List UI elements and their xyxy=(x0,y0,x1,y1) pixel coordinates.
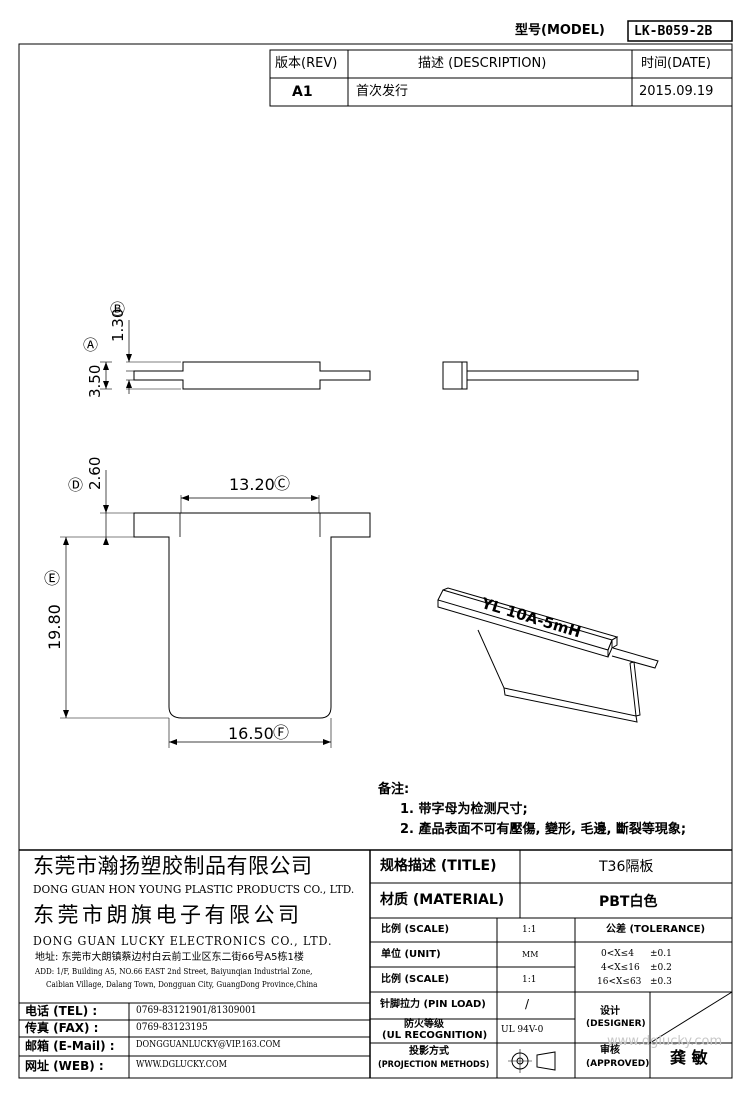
title-value: T36隔板 xyxy=(599,859,654,875)
tolerance-value-3: ±0.3 xyxy=(650,977,672,987)
revision-table-lines xyxy=(269,49,733,107)
date-header: 时间(DATE) xyxy=(641,56,711,71)
approver-signature: 龚 敏 xyxy=(670,1048,708,1067)
company-address-en-1: ADD: 1/F, Building A5, NO.66 EAST 2nd St… xyxy=(35,967,313,976)
callout-d: Ⓓ xyxy=(68,476,84,494)
approved-label-cn: 审核 xyxy=(600,1045,620,1056)
tolerance-title: 公差 (TOLERANCE) xyxy=(606,924,706,935)
sheet-border xyxy=(18,43,733,1079)
model-box xyxy=(627,20,733,42)
dimension-arrows xyxy=(63,354,331,745)
dim-c-value: 13.20 xyxy=(229,475,275,494)
material-value: PBT白色 xyxy=(599,894,658,910)
tolerance-range-3: 16<X≤63 xyxy=(597,977,642,987)
callout-c: Ⓒ xyxy=(274,474,291,493)
web-value: WWW.DGLUCKY.COM xyxy=(136,1060,227,1070)
isometric-view xyxy=(437,587,659,723)
ul-label-cn: 防火等级 xyxy=(404,1019,444,1030)
tolerance-value-1: ±0.1 xyxy=(650,949,672,959)
fax-value: 0769-83123195 xyxy=(136,1022,208,1033)
watermark: www.dglucky.com xyxy=(607,1034,723,1049)
note-2: 2. 產品表面不可有壓傷, 變形, 毛邊, 斷裂等現象; xyxy=(400,822,687,837)
model-value: LK-B059-2B xyxy=(634,24,713,39)
scale-label: 比例 (SCALE) xyxy=(381,924,450,935)
dim-e-value: 19.80 xyxy=(45,604,64,650)
email-value: DONGGUANLUCKY@VIP.163.COM xyxy=(136,1040,281,1050)
note-1: 1. 带字母为检测尺寸; xyxy=(400,802,528,817)
fax-label: 传真 (FAX) : xyxy=(25,1021,99,1035)
web-label: 网址 (WEB) : xyxy=(25,1059,104,1073)
pinload-label: 针脚拉力 (PIN LOAD) xyxy=(380,999,486,1010)
projection-symbol xyxy=(508,1049,556,1073)
title-block-lines xyxy=(19,849,733,1078)
projection-label-en: (PROJECTION METHODS) xyxy=(378,1060,490,1070)
unit-label: 单位 (UNIT) xyxy=(381,949,441,960)
rev-description: 首次发行 xyxy=(356,84,409,99)
company-address-en-2: Caibian Village, Dalang Town, Dongguan C… xyxy=(46,980,318,989)
designer-label-en: (DESIGNER) xyxy=(586,1019,646,1029)
desc-header: 描述 (DESCRIPTION) xyxy=(418,56,547,71)
model-label: 型号(MODEL) xyxy=(515,23,605,38)
approved-label-en: (APPROVED) xyxy=(586,1059,650,1069)
tolerance-range-1: 0<X≤4 xyxy=(601,949,634,959)
callout-e: Ⓔ xyxy=(44,569,61,588)
rev-value: A1 xyxy=(292,84,313,100)
company-name-2: 东莞市朗旗电子有限公司 xyxy=(33,903,303,927)
projection-label-cn: 投影方式 xyxy=(409,1046,449,1057)
tel-label: 电话 (TEL) : xyxy=(25,1004,98,1018)
rev-date: 2015.09.19 xyxy=(639,84,714,99)
tolerance-value-2: ±0.2 xyxy=(650,963,672,973)
scale-value: 1:1 xyxy=(522,925,537,935)
tel-value: 0769-83121901/81309001 xyxy=(136,1005,257,1016)
company-name-1-en: DONG GUAN HON YOUNG PLASTIC PRODUCTS CO.… xyxy=(33,882,355,896)
front-view xyxy=(60,470,371,748)
unit-value: MM xyxy=(522,950,539,959)
email-label: 邮箱 (E-Mail) : xyxy=(25,1039,115,1053)
company-name-1: 东莞市瀚扬塑胶制品有限公司 xyxy=(33,854,313,878)
scale2-label: 比例 (SCALE) xyxy=(381,974,450,985)
rev-header: 版本(REV) xyxy=(275,56,338,71)
company-name-2-en: DONG GUAN LUCKY ELECTRONICS CO., LTD. xyxy=(33,934,333,948)
scale2-value: 1:1 xyxy=(522,975,537,985)
callout-b-top: Ⓑ xyxy=(110,300,126,318)
designer-label-cn: 设计 xyxy=(600,1006,620,1017)
top-left-view xyxy=(100,320,371,394)
ul-label-en: (UL RECOGNITION) xyxy=(382,1030,488,1041)
dim-f-value: 16.50 xyxy=(228,724,274,743)
material-label: 材质 (MATERIAL) xyxy=(380,892,505,908)
callout-f: Ⓕ xyxy=(273,723,290,742)
company-address-cn: 地址: 东莞市大朗镇蔡边村白云前工业区东二街66号A5栋1楼 xyxy=(35,952,304,963)
notes-title: 备注: xyxy=(378,782,410,797)
title-label: 规格描述 (TITLE) xyxy=(380,858,497,874)
dim-a-value: 3.50 xyxy=(86,364,104,398)
tolerance-range-2: 4<X≤16 xyxy=(601,963,640,973)
top-right-view xyxy=(442,361,639,390)
dim-d-value: 2.60 xyxy=(86,456,104,490)
ul-value: UL 94V-0 xyxy=(501,1025,544,1035)
callout-a: Ⓐ xyxy=(83,336,99,354)
pinload-value: / xyxy=(525,997,530,1011)
